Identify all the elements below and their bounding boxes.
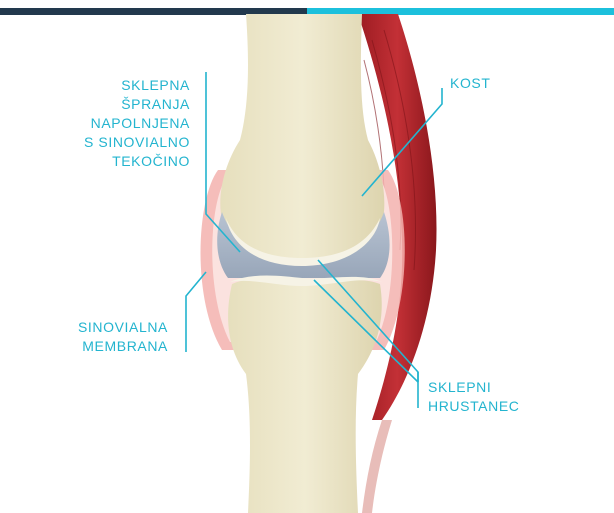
label-cartilage-line-1: SKLEPNI bbox=[428, 378, 519, 397]
label-joint-space-line-1: SKLEPNA bbox=[84, 76, 190, 95]
label-cartilage-line-2: HRUSTANEC bbox=[428, 397, 519, 416]
label-synovial-membrane: SINOVIALNA MEMBRANA bbox=[78, 318, 168, 356]
label-synovial-membrane-line-1: SINOVIALNA bbox=[78, 318, 168, 337]
label-bone-line-1: KOST bbox=[450, 74, 491, 93]
label-bone: KOST bbox=[450, 74, 491, 93]
label-synovial-membrane-line-2: MEMBRANA bbox=[78, 337, 168, 356]
femur-bone bbox=[220, 14, 384, 262]
label-joint-space-line-2: ŠPRANJA bbox=[84, 95, 190, 114]
label-joint-space: SKLEPNA ŠPRANJA NAPOLNJENA S SINOVIALNO … bbox=[84, 76, 190, 171]
label-cartilage: SKLEPNI HRUSTANEC bbox=[428, 378, 519, 416]
label-joint-space-line-3: NAPOLNJENA bbox=[84, 114, 190, 133]
label-joint-space-line-4: S SINOVIALNO bbox=[84, 133, 190, 152]
tibia-bone bbox=[228, 278, 382, 513]
label-joint-space-line-5: TEKOČINO bbox=[84, 152, 190, 171]
